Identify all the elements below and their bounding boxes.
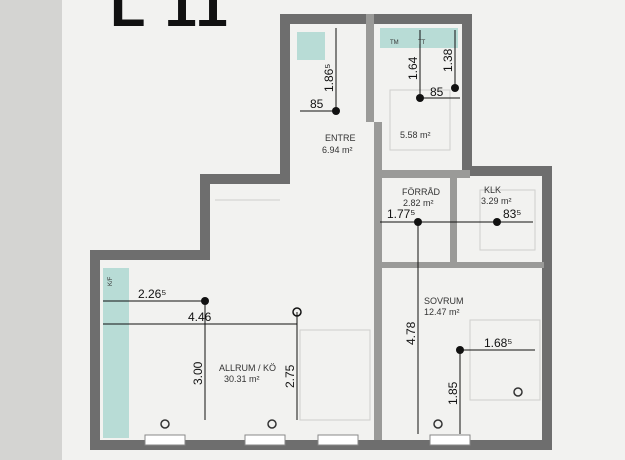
dim-entre-w: 85 xyxy=(310,97,324,111)
interior-walls xyxy=(366,14,544,440)
outer-walls xyxy=(90,14,552,450)
room-entre-area: 6.94 m² xyxy=(322,145,353,155)
kitchen-counter xyxy=(103,268,129,438)
wardrobe-block xyxy=(297,32,325,60)
room-forrad-name: FÖRRÅD xyxy=(402,187,441,197)
bath-tt: TT xyxy=(418,40,426,46)
room-klk-name: KLK xyxy=(484,185,501,195)
room-allrum-name: ALLRUM / KÖ xyxy=(219,363,276,373)
room-sovrum-area: 12.47 m² xyxy=(424,307,460,317)
room-allrum-area: 30.31 m² xyxy=(224,374,260,384)
windows xyxy=(144,434,471,446)
dim-bath-h1: 1.64 xyxy=(406,56,420,80)
dim-bath-w: 85 xyxy=(430,85,444,99)
room-entre-name: ENTRE xyxy=(325,133,356,143)
dimension-dots xyxy=(201,84,501,354)
plan-title: L 11 xyxy=(110,0,230,39)
room-klk-area: 3.29 m² xyxy=(481,196,512,206)
vent-markers xyxy=(160,387,523,429)
bath-tm: TM xyxy=(390,40,399,46)
room-sovrum-name: SOVRUM xyxy=(424,296,464,306)
dim-entre-h: 1.86⁵ xyxy=(322,64,336,92)
dim-allrum-h1: 3.00 xyxy=(191,361,205,385)
dim-klk-w: 83⁵ xyxy=(503,207,521,221)
room-forrad-area: 2.82 m² xyxy=(403,198,434,208)
dim-sov-h2: 1.85 xyxy=(446,381,460,405)
dim-bath-h2: 1.38 xyxy=(441,48,455,72)
plan-paper xyxy=(62,0,625,460)
room-bath-area: 5.58 m² xyxy=(400,130,431,140)
dim-sov-h1: 4.78 xyxy=(404,321,418,345)
dim-allrum-h2: 2.75 xyxy=(283,364,297,388)
dim-ring xyxy=(292,307,302,317)
dim-allrum-w2: 4.46 xyxy=(188,310,212,324)
dim-sov-w: 1.68⁵ xyxy=(484,336,512,350)
kitchen-tag: K/F xyxy=(108,276,114,286)
dim-forrad-w: 1.77⁵ xyxy=(387,207,415,221)
dimension-lines xyxy=(103,28,535,434)
bath-washer-block xyxy=(380,28,458,48)
dim-allrum-w1: 2.26⁵ xyxy=(138,287,166,301)
